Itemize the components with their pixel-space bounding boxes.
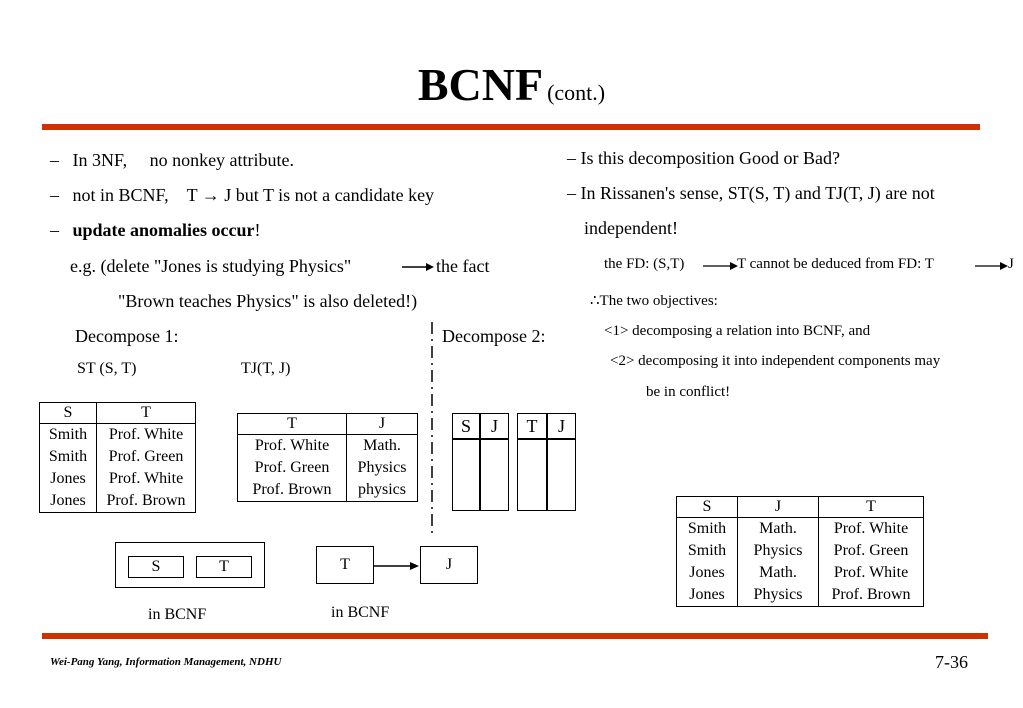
footer-author: Wei-Pang Yang, Information Management, N… xyxy=(50,656,282,668)
decompose-2-label: Decompose 2: xyxy=(442,326,546,346)
tj2-table: T J xyxy=(517,413,576,511)
fd-line-c: J xyxy=(1008,256,1014,272)
right-rissanen-2: independent! xyxy=(584,218,678,238)
fd-arrow-icon xyxy=(374,562,419,570)
page-number: 7-36 xyxy=(935,652,968,672)
top-rule xyxy=(42,124,980,130)
bullet-3: – update anomalies occur! xyxy=(50,220,261,240)
objective-2: <2> decomposing it into independent comp… xyxy=(610,353,941,369)
objective-3: be in conflict! xyxy=(646,384,731,400)
right-rissanen-1: – In Rissanen's sense, ST(S, T) and TJ(T… xyxy=(567,183,935,203)
bottom-rule xyxy=(42,633,988,639)
bullet-1: – In 3NF, no nonkey attribute. xyxy=(50,150,295,170)
tj-label: TJ(T, J) xyxy=(241,360,291,377)
decompose-1-label: Decompose 1: xyxy=(75,326,179,346)
example-line-1b: the fact xyxy=(436,256,490,276)
example-line-2: "Brown teaches Physics" is also deleted!… xyxy=(118,291,418,311)
fd-line-arrow-1-icon xyxy=(703,262,738,270)
right-question: – Is this decomposition Good or Bad? xyxy=(567,148,840,168)
title-main: BCNF xyxy=(417,59,544,110)
bullet-2: – not in BCNF, T → J but T is not a cand… xyxy=(50,185,435,205)
sj-table: S J xyxy=(452,413,509,511)
fd-line-b: T cannot be deduced from FD: T xyxy=(737,256,934,272)
example-line-1: e.g. (delete "Jones is studying Physics" xyxy=(70,256,352,276)
fd-to-j: J xyxy=(420,546,478,584)
example-arrow-icon xyxy=(402,263,434,271)
fd-box-t: T xyxy=(196,556,252,578)
objective-1: <1> decomposing a relation into BCNF, an… xyxy=(604,323,871,339)
therefore-line: ∴The two objectives: xyxy=(590,293,718,309)
in-bcnf-1: in BCNF xyxy=(148,606,207,623)
fd-line-arrow-2-icon xyxy=(975,262,1008,270)
title-sub: (cont.) xyxy=(547,80,606,105)
dashed-divider xyxy=(431,322,433,538)
st-label: ST (S, T) xyxy=(77,360,137,377)
in-bcnf-2: in BCNF xyxy=(331,604,390,621)
fd-from-t: T xyxy=(316,546,374,584)
fd-box-s: S xyxy=(128,556,184,578)
fd-line-a: the FD: (S,T) xyxy=(604,256,685,272)
st-fd-box xyxy=(115,542,265,588)
slide-title: BCNF (cont.) xyxy=(0,58,1023,111)
